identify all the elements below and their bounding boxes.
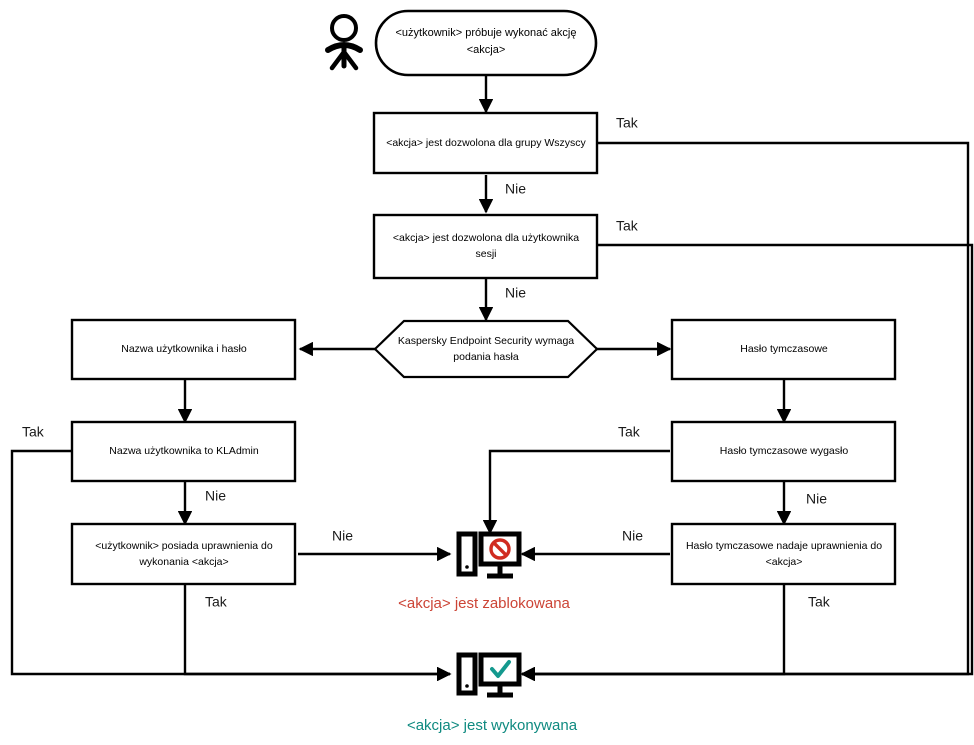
node-allowed-everyone-line1: <akcja> jest dozwolona dla grupy Wszyscy — [386, 137, 586, 149]
node-allowed-session-line2: sesji — [475, 248, 496, 260]
node-allowed-session-user: <akcja> jest dozwolona dla użytkownika s… — [372, 213, 599, 280]
node-temp-password-expired: Hasło tymczasowe wygasło — [670, 420, 897, 483]
node-start-line2: <akcja> — [467, 44, 506, 56]
edge-permission-yes-to-allowed — [183, 584, 452, 682]
edge-label-grants-yes: Tak — [808, 594, 831, 610]
computer-blocked-icon — [456, 531, 522, 579]
node-start: <użytkownik> próbuje wykonać akcję <akcj… — [374, 9, 598, 77]
node-temp-password-expired-line1: Hasło tymczasowe wygasło — [720, 445, 849, 457]
node-username-is-kladmin: Nazwa użytkownika to KLAdmin — [70, 420, 297, 483]
edge-label-permission-no: Nie — [332, 528, 353, 544]
node-username-is-kladmin-line1: Nazwa użytkownika to KLAdmin — [109, 445, 259, 457]
caption-action-allowed: <akcja> jest wykonywana — [407, 717, 578, 734]
node-start-line1: <użytkownik> próbuje wykonać akcję — [396, 27, 577, 39]
node-requires-password-line2: podania hasła — [453, 351, 519, 363]
user-actor-icon — [325, 14, 363, 71]
edge-expired-yes-to-blocked — [482, 449, 670, 535]
node-user-has-permission-line2: wykonania <akcja> — [138, 556, 228, 568]
caption-action-blocked: <akcja> jest zablokowana — [398, 595, 570, 612]
node-username-password-line1: Nazwa użytkownika i hasło — [121, 343, 247, 355]
edge-label-session-no: Nie — [505, 285, 526, 301]
edge-label-expired-no: Nie — [806, 491, 827, 507]
node-allowed-everyone: <akcja> jest dozwolona dla grupy Wszyscy — [372, 111, 599, 175]
edge-label-everyone-no: Nie — [505, 181, 526, 197]
edge-label-permission-yes: Tak — [205, 594, 228, 610]
edge-label-grants-no: Nie — [622, 528, 643, 544]
edge-label-everyone-yes: Tak — [616, 115, 639, 131]
node-temp-password: Hasło tymczasowe — [670, 318, 897, 381]
node-username-password: Nazwa użytkownika i hasło — [70, 318, 297, 381]
node-requires-password: Kaspersky Endpoint Security wymaga podan… — [373, 319, 599, 379]
node-temp-password-grants: Hasło tymczasowe nadaje uprawnienia do <… — [670, 522, 897, 586]
node-user-has-permission: <użytkownik> posiada uprawnienia do wyko… — [70, 522, 297, 586]
node-temp-password-grants-line2: <akcja> — [766, 556, 803, 568]
node-temp-password-grants-line1: Hasło tymczasowe nadaje uprawnienia do — [686, 540, 882, 552]
node-user-has-permission-line1: <użytkownik> posiada uprawnienia do — [95, 540, 273, 552]
node-allowed-session-line1: <akcja> jest dozwolona dla użytkownika — [393, 232, 579, 244]
node-requires-password-line1: Kaspersky Endpoint Security wymaga — [398, 335, 574, 347]
edge-grants-yes-to-allowed — [520, 584, 786, 682]
edge-label-kladmin-no: Nie — [205, 488, 226, 504]
node-temp-password-line1: Hasło tymczasowe — [740, 343, 828, 355]
edge-label-expired-yes: Tak — [618, 424, 641, 440]
edge-label-session-yes: Tak — [616, 218, 639, 234]
edge-label-kladmin-yes: Tak — [22, 424, 45, 440]
computer-allowed-icon — [456, 652, 522, 698]
